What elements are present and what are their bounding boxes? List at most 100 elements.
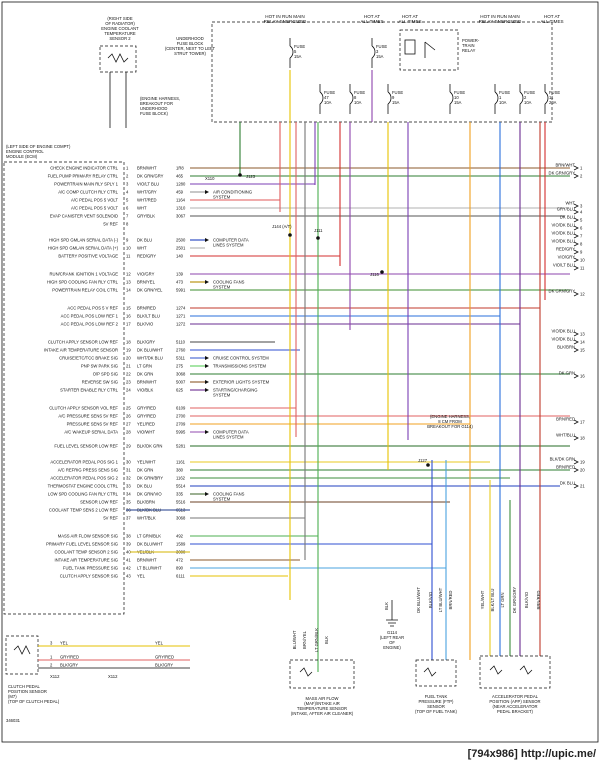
system-arrow-icon <box>205 280 209 284</box>
ecm-pin-wire-color: WHT/RED <box>137 198 157 203</box>
ecm-pin-number: 20 <box>126 356 131 361</box>
app-title-3: PEDAL BRACKET) <box>497 709 534 714</box>
relay-label-1: TRAIN <box>462 43 475 48</box>
fuse-name: FUSE <box>392 90 403 95</box>
ecm-pin-circuit: 5281 <box>176 444 186 449</box>
hot-labels: HOT IN RUN MAIN RELAY ENERGIZED HOT AT A… <box>264 14 564 24</box>
app-wire-color: BRN/RED <box>536 591 541 610</box>
ecm-pin-number: 39 <box>126 542 131 547</box>
splice-j111: J111 <box>314 228 323 240</box>
fuse-icon <box>494 91 499 105</box>
ecm-pin-number: 26 <box>126 414 131 419</box>
fuse-name: FUSE <box>549 90 560 95</box>
relay-label-0: POWER- <box>462 38 480 43</box>
g114-1: (LEFT REAR <box>380 635 404 640</box>
right-connector-num: 7 <box>580 234 583 239</box>
ecm-pin-number: 21 <box>126 364 131 369</box>
connector-arrow-icon <box>573 173 579 179</box>
fuse-amp: 15A <box>376 54 384 59</box>
ecm-pin-wire-color: YEL/WHT <box>137 460 156 465</box>
connector-arrow-icon <box>573 165 579 171</box>
ecm-pin-label: COOLANT TEMP SENS 2 LOW REF <box>49 508 119 513</box>
fuse-num: 47 <box>324 95 329 100</box>
ecm-pin-label: EVAP CANISTER VENT SOLENOID <box>50 214 118 219</box>
splice-label: J123 <box>246 174 256 179</box>
ecm-pin-wire-color: DK GRN/GRY <box>137 174 164 179</box>
breakout-1: BREAKOUT FOR <box>140 101 173 106</box>
ecm-pin-label: A/C PEDAL POS 5 VOLT <box>71 206 118 211</box>
right-connector-num: 20 <box>580 468 585 473</box>
ecm-pin-label: MASS AIR FLOW SENSOR SIG <box>58 534 118 539</box>
system-arrow-icon <box>205 492 209 496</box>
right-connector-num: 16 <box>580 374 585 379</box>
system-arrow-icon <box>205 430 209 434</box>
harness-note: (ENGINE HARNESS, 8 CM FROM BREAKOUT FOR … <box>427 414 473 429</box>
system-label: COOLING FANS <box>213 280 245 285</box>
right-connector-wire: WHT/BLU <box>556 433 575 438</box>
powertrain-relay: POWER- TRAIN RELAY <box>399 29 480 71</box>
fuse-num: 5 <box>294 49 297 54</box>
relay-block-2: (CENTER, NEXT TO LEFT <box>165 46 216 51</box>
ecm-pin-number: 24 <box>126 388 131 393</box>
right-connector-num: 21 <box>580 484 585 489</box>
ecm-pin-wire-color: BRN/WHT <box>137 558 157 563</box>
ecm-pin-number: 35 <box>126 500 131 505</box>
system-arrow-icon <box>205 190 209 194</box>
fuse-amp: 10A <box>354 100 362 105</box>
system-label: STARTING/CHARGING <box>213 388 258 393</box>
maf-wire-color: BLK <box>324 636 329 644</box>
ecm-pin-label: INTAKE AIR TEMPERATURE SIG <box>54 558 118 563</box>
clutch-conn-2: X112 <box>108 674 118 679</box>
clutch-wire-pin: 2 <box>50 663 53 668</box>
ecm-pin-wire-color: GRY/RED <box>137 406 156 411</box>
splice-label: J116 <box>370 272 379 277</box>
ecm-pin-number: 2 <box>126 174 129 179</box>
splice-dot <box>426 463 430 467</box>
ecm-pin-wire-color: VIO/BLK <box>137 388 153 393</box>
ecm-pin-label: SENSOR LOW REF <box>80 500 118 505</box>
ecm-pin-number: 42 <box>126 566 131 571</box>
thermistor-icon <box>107 53 129 63</box>
system-label: LINES SYSTEM <box>213 243 244 248</box>
fuse-amp: 15A <box>294 54 302 59</box>
splice-label: J111 <box>314 228 323 233</box>
coolant-sensor-box <box>99 45 137 73</box>
fuse-amp: 15A <box>454 100 462 105</box>
ecm-pin-number: 5 <box>126 198 129 203</box>
hot-main-0: HOT IN RUN MAIN <box>265 14 304 19</box>
ecm: (LEFT SIDE OF ENGINE COMPT) ENGINE CONTR… <box>3 144 125 615</box>
maf-title-1: (MAF)/INTAKE AIR <box>304 701 340 706</box>
fuse-layer: FUSE515AFUSE315AFUSE4710AFUSE810AFUSE915… <box>289 38 560 114</box>
ecm-pin-label: FUEL LEVEL SENSOR LOW REF <box>54 444 118 449</box>
ground-icon <box>386 619 398 627</box>
fuse-num: 11 <box>549 95 554 100</box>
fuse-amp: 10A <box>499 100 507 105</box>
ecm-pin-number: 18 <box>126 340 131 345</box>
ecm-pin-number: 43 <box>126 574 131 579</box>
right-connector-wire: VIO/DK BLU <box>551 337 575 342</box>
ecm-pin-wire-color: YEL <box>137 574 146 579</box>
fuse-icon <box>371 45 376 59</box>
harness-note-2: BREAKOUT FOR G114) <box>427 424 473 429</box>
